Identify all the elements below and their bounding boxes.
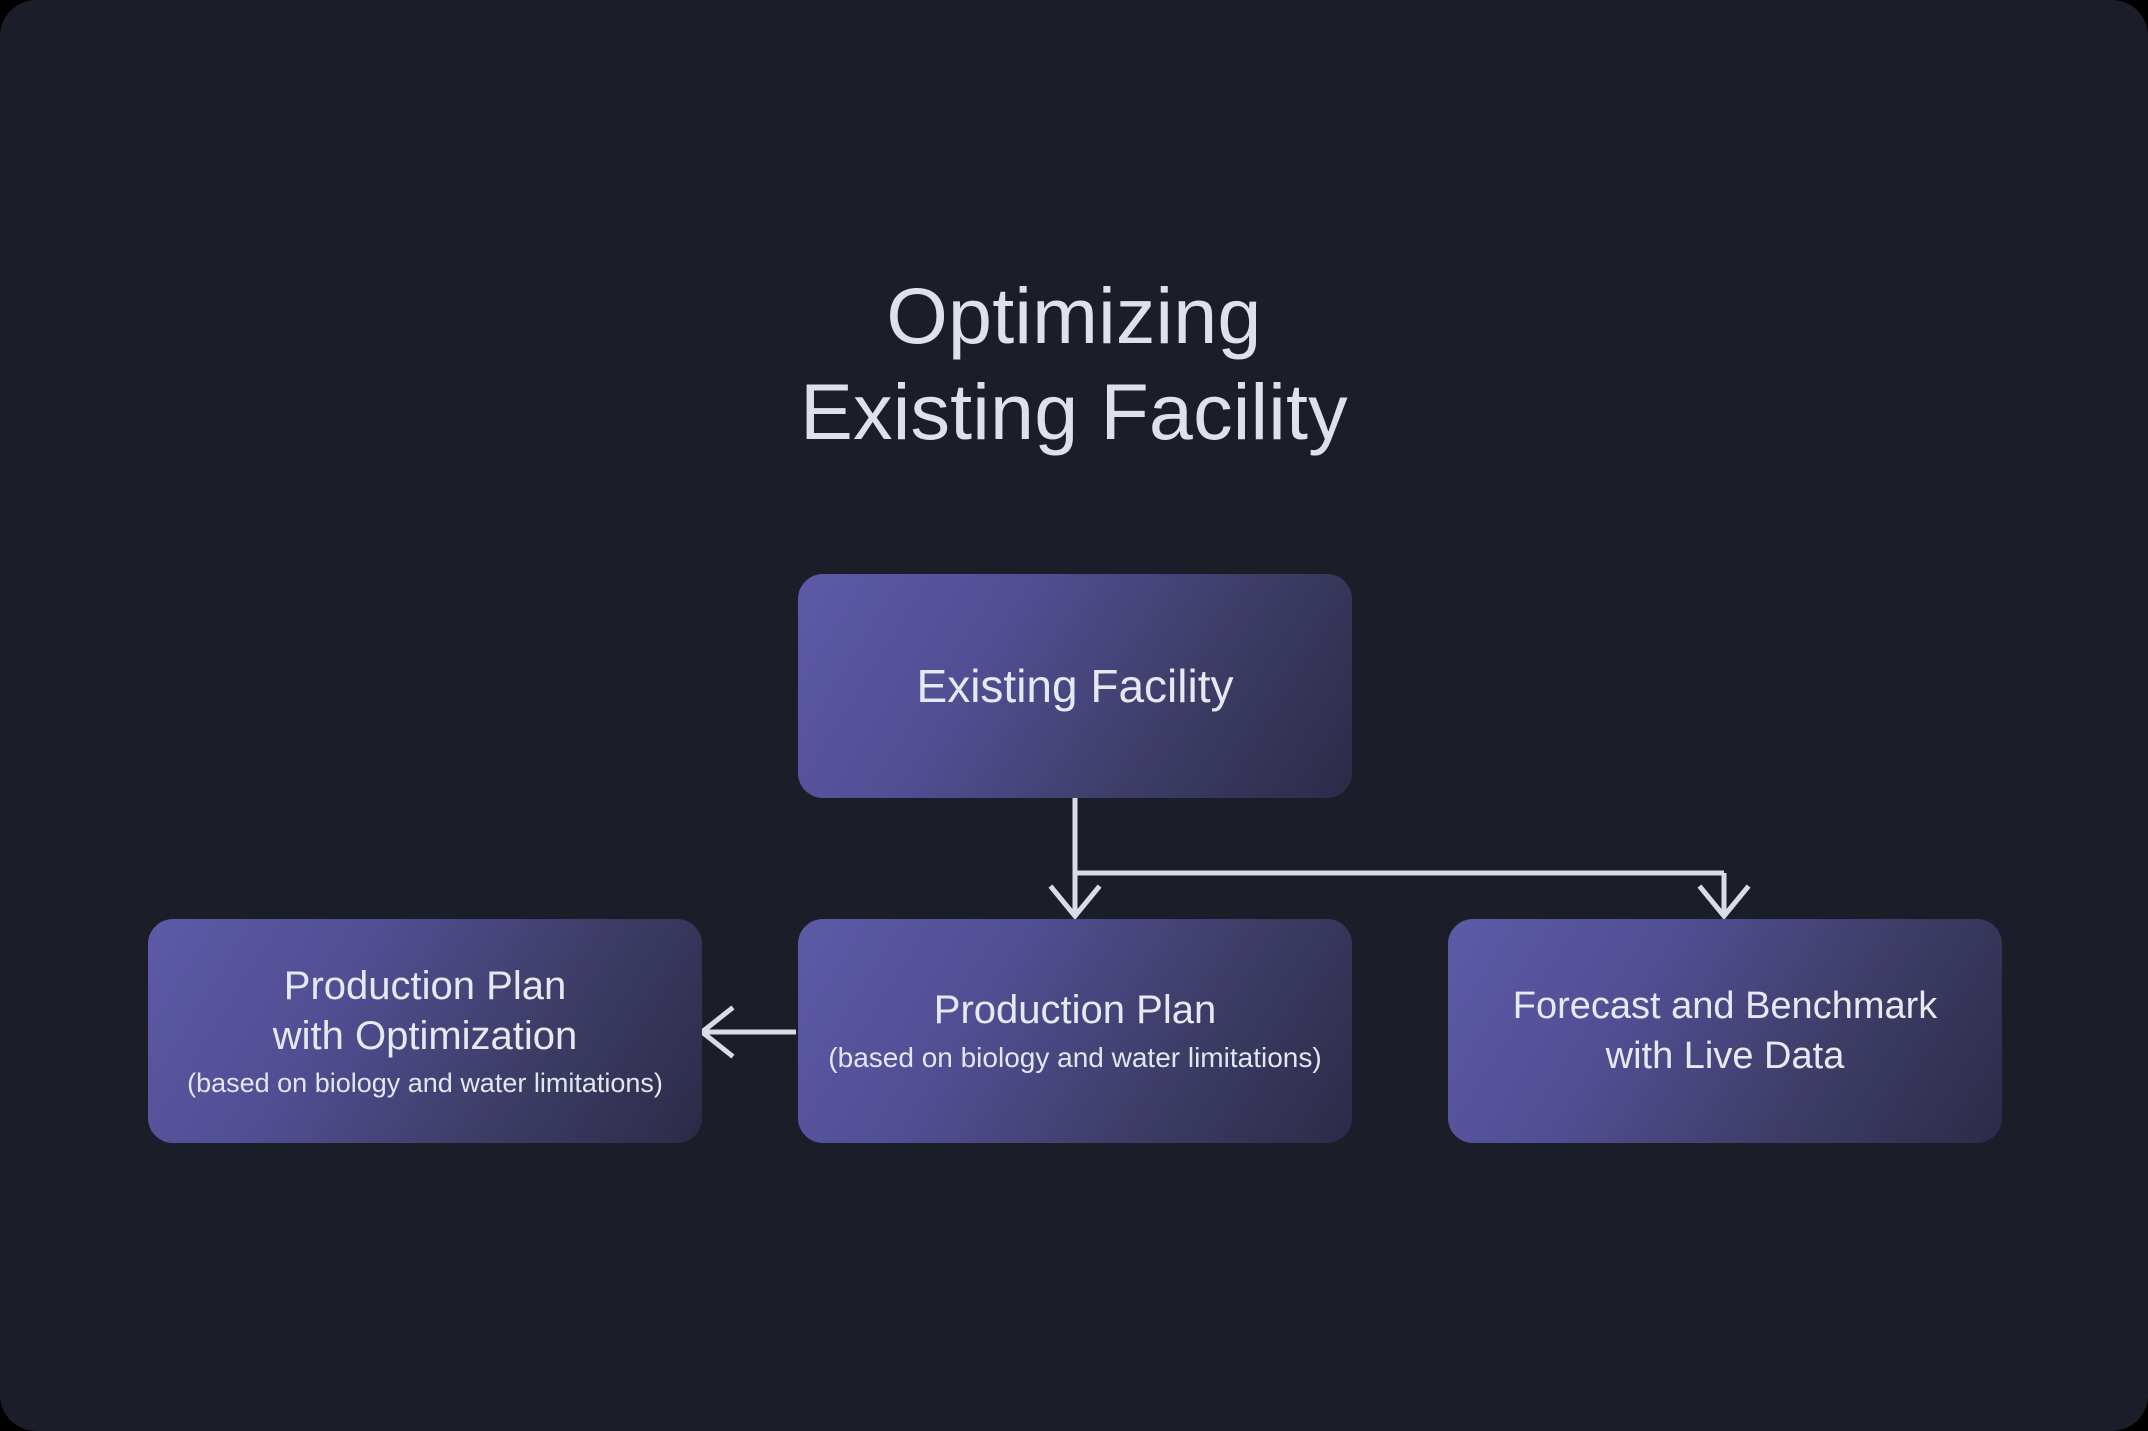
- arrowhead-left-optimization: [697, 1005, 735, 1059]
- node-forecast-and-benchmark-label-line-2: with Live Data: [1605, 1035, 1845, 1077]
- node-production-plan-with-optimization[interactable]: Production Plan with Optimization (based…: [148, 919, 702, 1143]
- page-title-line-1: Optimizing: [886, 271, 1262, 360]
- node-forecast-and-benchmark-label-line-1: Forecast and Benchmark: [1512, 985, 1938, 1027]
- node-production-plan[interactable]: Production Plan (based on biology and wa…: [798, 919, 1352, 1143]
- node-production-plan-with-optimization-sublabel: (based on biology and water limitations): [187, 1068, 663, 1098]
- node-production-plan-with-optimization-label-line-1: Production Plan: [283, 964, 567, 1008]
- node-forecast-and-benchmark[interactable]: Forecast and Benchmark with Live Data: [1448, 919, 2002, 1143]
- node-existing-facility[interactable]: Existing Facility: [798, 574, 1352, 798]
- node-production-plan-with-optimization-label-line-2: with Optimization: [272, 1014, 578, 1058]
- node-existing-facility-label: Existing Facility: [916, 660, 1234, 712]
- arrowhead-down-production-plan: [1048, 884, 1102, 920]
- arrowhead-down-forecast: [1697, 884, 1751, 920]
- node-production-plan-label: Production Plan: [933, 988, 1217, 1032]
- node-production-plan-sublabel: (based on biology and water limitations): [828, 1042, 1322, 1073]
- page-title-line-2: Existing Facility: [800, 367, 1348, 456]
- page-title: Optimizing Existing Facility: [0, 268, 2148, 460]
